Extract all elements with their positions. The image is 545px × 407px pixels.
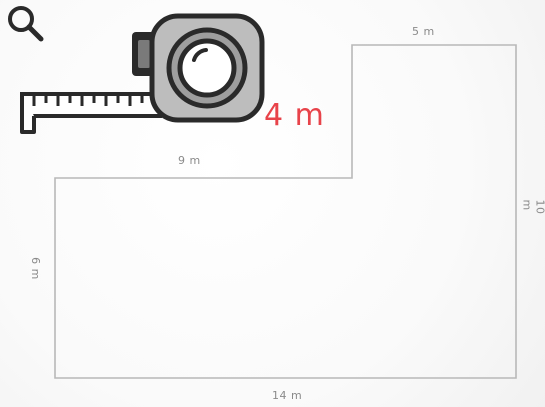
bottom-width-label: 14 m	[272, 389, 303, 402]
left-height-label: 6 m	[28, 257, 42, 280]
search-icon[interactable]	[4, 2, 46, 44]
highlight-measurement: 4 m	[264, 98, 325, 133]
tape-measure-icon	[20, 13, 265, 134]
upper-width-label: 9 m	[178, 154, 201, 167]
l-shape-polygon	[54, 44, 517, 379]
right-height-label: 10 m	[520, 199, 545, 215]
top-width-label: 5 m	[412, 25, 435, 38]
